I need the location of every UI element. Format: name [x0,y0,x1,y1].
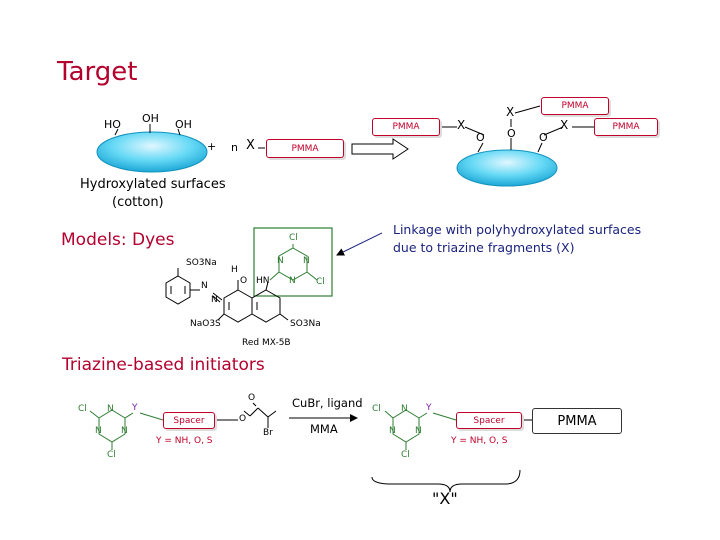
n-coefficient: n [231,141,238,154]
product-x-left: X [457,118,466,132]
dye-triazine-cl-right: Cl [316,277,325,287]
reaction-arrow-hollow [351,138,409,160]
product-o-mid: O [507,127,516,140]
product-o-left: O [476,131,485,144]
left-cl-top: Cl [78,404,87,414]
models-heading: Models: Dyes [61,230,175,250]
surface-label-line2: (cotton) [112,195,164,210]
left-cl-bottom: Cl [107,450,116,460]
dye-so3na-right: SO3Na [290,319,321,329]
dye-triazine-cl-top: Cl [289,233,298,243]
spacer-box-left: Spacer [163,412,215,429]
pmma-box-result: PMMA [532,408,622,434]
dye-triazine-n-right: N [303,256,310,266]
x-fragment-label: "X" [432,489,458,508]
right-cl-bottom: Cl [401,450,410,460]
pmma-box-product-top: PMMA [541,97,609,115]
initiators-heading: Triazine-based initiators [62,355,265,375]
x-group-label: X [246,138,255,153]
product-x-top: X [506,105,515,119]
product-o-right: O [539,131,548,144]
pmma-box-product-left: PMMA [372,118,440,136]
triazine-inset-box [253,227,333,297]
surface-label-line1: Hydroxylated surfaces [80,177,226,192]
right-cl-top: Cl [372,404,381,414]
ester-o-label: O [239,414,247,424]
cotton-surface-ellipse [96,131,208,173]
linkage-pointer-arrow [336,232,383,256]
reagent-catalyst: CuBr, ligand [292,396,363,410]
hydroxyl-label-left: HO [104,118,121,131]
x-fragment-brace [371,469,521,493]
dye-o-label: O [240,276,248,286]
dye-naphthalene-left [223,289,253,323]
plus-sign: + [207,140,217,153]
dye-naphthalene-right [251,289,281,323]
dye-hn-label: HN [256,276,270,286]
pmma-box-reactant: PMMA [266,139,344,158]
dye-triazine-n-bottom: N [289,276,296,286]
left-n-top: N [107,404,114,414]
hydroxyl-label-mid: OH [142,112,159,125]
dye-so3na-top: SO3Na [186,258,217,268]
left-n-right: N [121,426,128,436]
dye-azo-n2: N [211,295,218,305]
linkage-note-line1: Linkage with polyhydroxylated surfaces [393,222,642,237]
left-n-left: N [95,426,102,436]
dye-triazine-ring [278,247,308,281]
dye-nao3s-label: NaO3S [190,319,221,329]
dye-benzene-ring [165,275,191,305]
grafted-surface-ellipse [456,149,558,187]
dye-h-label: H [231,265,238,275]
dye-triazine-n-left: N [277,256,284,266]
dye-name-label: Red MX-5B [242,338,291,348]
spacer-box-right: Spacer [456,412,522,429]
dye-azo-n1: N [201,281,208,291]
right-y-label: Y [426,403,432,413]
right-n-left: N [389,426,396,436]
pmma-box-product-right: PMMA [594,118,658,136]
right-n-right: N [415,426,422,436]
right-n-top: N [401,404,408,414]
product-x-right: X [560,118,569,132]
left-y-label: Y [132,403,138,413]
reagent-monomer: MMA [310,422,338,436]
y-definition-left: Y = NH, O, S [156,436,213,446]
slide-title: Target [57,57,138,87]
linkage-note-line2: due to triazine fragments (X) [393,240,575,255]
ester-carbonyl-o-label: O [248,393,256,403]
y-definition-right: Y = NH, O, S [451,436,508,446]
bromide-label: Br [263,428,273,438]
hydroxyl-label-right: OH [175,118,192,131]
